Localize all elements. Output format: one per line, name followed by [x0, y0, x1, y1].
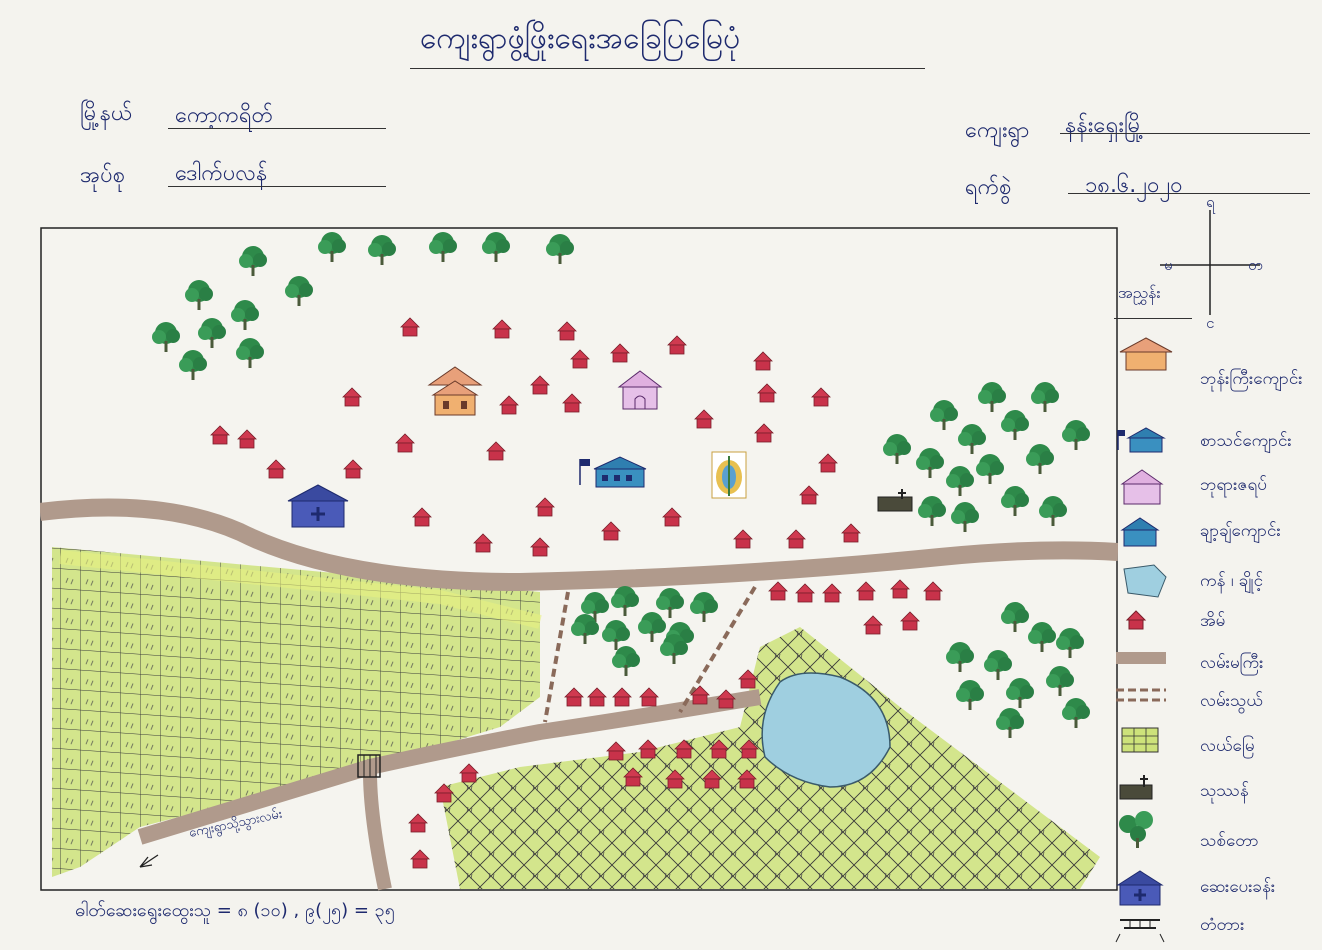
lower-road: [137, 689, 762, 845]
main-road-icon: [1116, 652, 1166, 664]
forest-icon: [1119, 811, 1153, 848]
cemetery-icon: [1119, 775, 1153, 800]
township-label: မြို့နယ်: [80, 101, 133, 126]
map-title: ကျေးရွာဖွံ့ဖြိုးရေးအခြေပြမြေပုံ: [420, 21, 741, 56]
school: [579, 456, 647, 488]
title-underline: [410, 68, 925, 69]
pond-icon: [1123, 564, 1167, 598]
small-road-icon: [1116, 688, 1166, 702]
tract-underline: [168, 186, 386, 187]
pagoda-hall: [617, 370, 663, 410]
small-road-1: [543, 591, 570, 723]
legend-label-cemetery: သုဿန်: [1200, 781, 1249, 801]
legend-title: အညွှန်း: [1118, 283, 1161, 302]
tract-value: ဒေါက်ပလန်: [175, 161, 268, 186]
date-underline: [1068, 193, 1310, 194]
pond: [761, 672, 891, 788]
small-road-2: [678, 585, 757, 714]
church-icon: [1120, 517, 1160, 547]
village-value: နန်းရှေးမြို့: [1065, 113, 1144, 138]
township-underline: [168, 128, 386, 129]
legend: အညွှန်း: [1100, 280, 1322, 946]
legend-title-underline: [1114, 318, 1192, 319]
legend-label-clinic: ဆေးပေးခန်း: [1200, 877, 1276, 897]
legend-label-monastery: ဘုန်းကြီးကျောင်း: [1200, 369, 1303, 389]
legend-label-house: အိမ်: [1200, 611, 1226, 631]
house-icon: [1125, 610, 1147, 630]
legend-label-pagoda-hall: ဘုရားဇရပ်: [1200, 475, 1268, 495]
direction-arrow: [139, 854, 159, 868]
legend-label-church: ချာ့ချ်ကျောင်း: [1200, 521, 1281, 541]
cemetery: [877, 489, 913, 512]
village-map: ကျေးရွာသို့သွားလမ်း: [40, 227, 1118, 891]
compass-west: မ: [1164, 256, 1173, 274]
monastery: [427, 366, 483, 416]
legend-label-pond: ကန် ၊ ချိုင့်: [1200, 571, 1264, 591]
clinic: [287, 484, 349, 528]
legend-label-forest: သစ်တော: [1200, 831, 1259, 851]
legend-icons: [1115, 337, 1173, 943]
main-road: [40, 498, 1118, 592]
south-road: [363, 771, 392, 891]
bridge: [357, 754, 381, 778]
legend-label-small-road: လမ်းသွယ်: [1200, 691, 1263, 711]
legend-label-bridge: တံတား: [1200, 915, 1245, 935]
village-underline: [1060, 133, 1310, 134]
date-label: ရက်စွဲ: [965, 175, 1012, 200]
church: [711, 451, 747, 499]
paddy-field-icon: [1121, 727, 1159, 753]
bridge-icon: [1115, 919, 1165, 943]
clinic-icon: [1116, 870, 1164, 906]
household-count: ဓါတ်ဆေးရွေးထွေးသူ = ၈ (၁၀) , ၉(၂၅) = ၃၅: [75, 900, 395, 921]
pagoda-hall-icon: [1120, 469, 1164, 505]
tract-label: အုပ်စု: [80, 163, 126, 188]
legend-label-main-road: လမ်းမကြီး: [1200, 653, 1264, 673]
compass-rose: ရ င တ မ: [1160, 195, 1263, 330]
monastery-icon: [1119, 337, 1173, 371]
township-value: ကော့ကရိတ်: [175, 103, 274, 128]
legend-label-school: စာသင်ကျောင်း: [1200, 431, 1292, 451]
compass-south: င: [1206, 314, 1214, 330]
compass-north: ရ: [1206, 195, 1216, 214]
legend-label-paddy-field: လယ်မြေ: [1200, 736, 1255, 756]
school-icon: [1117, 427, 1166, 453]
compass-east: တ: [1248, 256, 1263, 274]
village-label: ကျေးရွာ: [965, 118, 1030, 143]
